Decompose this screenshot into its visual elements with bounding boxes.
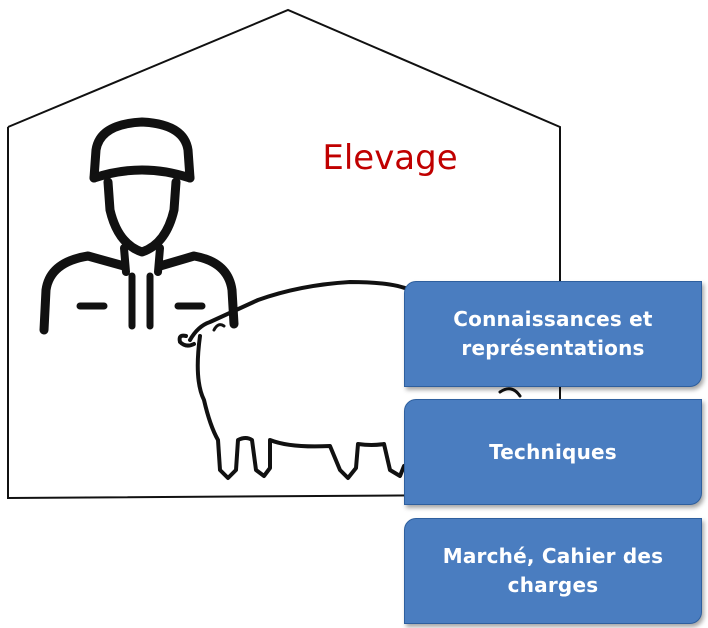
farmer-icon (39, 117, 239, 335)
category-box-knowledge: Connaissances et représentations (404, 281, 702, 387)
category-box-techniques: Techniques (404, 399, 702, 505)
page-title: Elevage (322, 138, 458, 178)
pig-icon (177, 280, 522, 480)
category-box-label: Techniques (489, 439, 617, 464)
category-box-market: Marché, Cahier des charges (404, 518, 702, 624)
category-box-label: Marché, Cahier des charges (442, 544, 664, 597)
category-box-label: Connaissances et représentations (453, 307, 653, 360)
